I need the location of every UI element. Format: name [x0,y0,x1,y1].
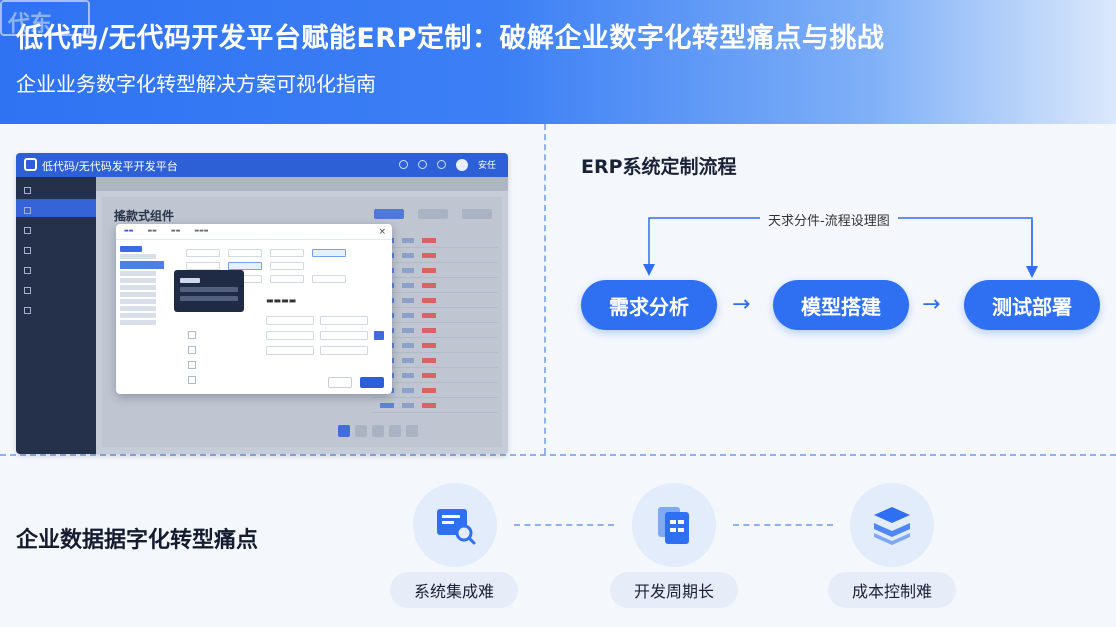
mock-sidebar [16,177,96,454]
stacked-layers-icon [850,483,934,567]
platform-screenshot: 低代码/无代码发平开发平台 安任 搖款式组件 [16,153,508,454]
mock-dialog-tabs: ▬▬▬▬▬▬▬▬▬ [116,224,392,240]
mock-breadcrumb [96,177,508,191]
mock-bell-icon [417,160,427,169]
mock-avatar [455,158,468,171]
pain-label-dev-cycle: 开发周期长 [610,572,738,608]
mock-sidebar-item [16,279,96,297]
mock-topbar-icons: 安任 [398,158,496,171]
mock-table [372,233,498,413]
page-title: 低代码/无代码开发平台赋能ERP定制：破解企业数字化转型痛点与挑战 [16,23,885,54]
mock-sidebar-item [16,179,96,197]
mock-app-title: 低代码/无代码发平开发平台 [42,160,178,173]
mock-topbar: 低代码/无代码发平开发平台 安任 [16,153,508,177]
mock-dialog-footer [328,377,384,388]
pain-connector [733,524,833,526]
pain-points-title: 企业数据据字化转型痛点 [16,528,259,553]
flow-step-modeling: 模型搭建 [773,280,909,330]
mock-dropdown-menu [174,270,244,312]
mock-dialog-checkboxes [188,324,196,391]
mock-sidebar-item [16,239,96,257]
mock-logo-icon [24,158,37,171]
document-search-icon [413,483,497,567]
pain-label-integration: 系统集成难 [390,572,518,608]
watermark: 代东 [0,0,90,37]
flow-arrow-icon: → [922,292,941,317]
mock-sidebar-item-active [16,199,96,217]
flow-step-deploy: 测试部署 [964,280,1100,330]
pain-label-cost: 成本控制难 [828,572,956,608]
mock-pagination [338,425,418,437]
mock-dialog: ▬▬▬▬▬▬▬▬▬ × ▬▬▬▬ [116,224,392,394]
mock-page-title: 搖款式组件 [114,209,175,223]
mock-refresh-icon [398,160,408,169]
page-subtitle: 企业业务数字化转型解决方案可视化指南 [16,72,376,96]
documents-icon [632,483,716,567]
flow-arrow-icon: → [732,292,751,317]
mock-dialog-inputs [266,310,384,361]
mock-sidebar-item [16,259,96,277]
flow-loop-caption: 天求分件-流程设理图 [760,210,898,229]
horizontal-divider [0,454,1116,456]
flow-title: ERP系统定制流程 [581,156,737,178]
pain-connector [514,524,614,526]
mock-sidebar-item [16,299,96,317]
mock-sidebar-item [16,219,96,237]
flow-step-requirements: 需求分析 [581,280,717,330]
mock-help-icon [436,160,446,169]
mock-toolbar [374,209,492,219]
mock-dialog-tree [120,244,178,389]
header-banner: 代东 低代码/无代码开发平台赋能ERP定制：破解企业数字化转型痛点与挑战 企业业… [0,0,1116,124]
mock-close-icon: × [378,227,386,237]
mock-user-name: 安任 [477,161,496,171]
mock-dialog-subtitle: ▬▬▬▬ [266,296,297,305]
vertical-divider [544,124,546,454]
